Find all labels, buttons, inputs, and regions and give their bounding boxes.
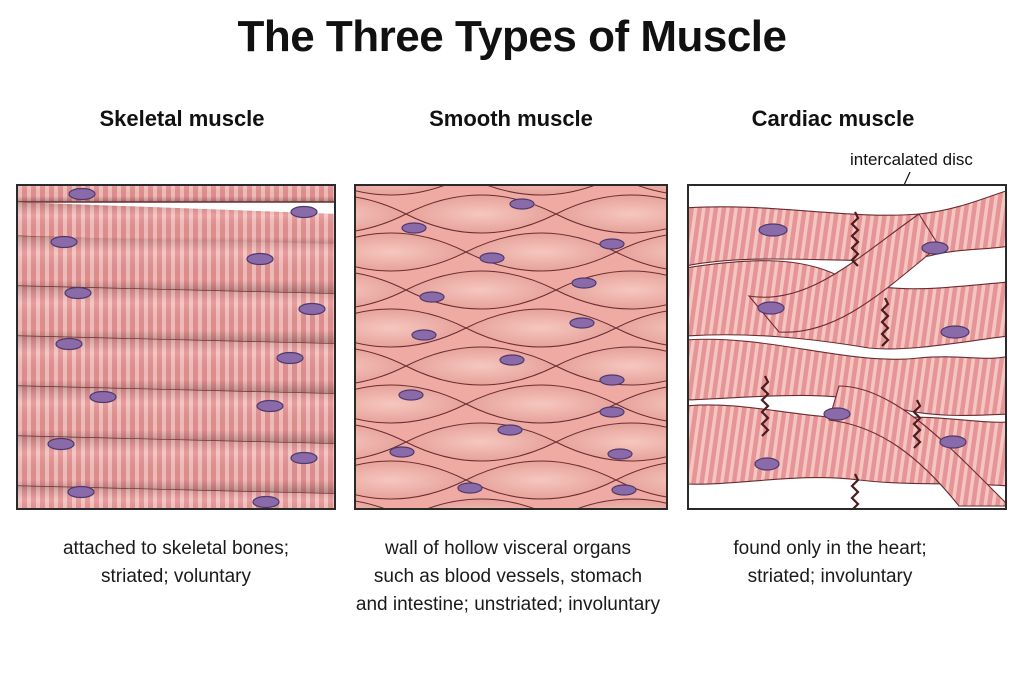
- intercalated-disc: [850, 211, 860, 267]
- nucleus-icon: [758, 223, 788, 237]
- skeletal-illustration: [18, 186, 334, 508]
- skeletal-muscle-panel: [16, 184, 336, 510]
- nucleus-icon: [389, 446, 415, 458]
- nucleus-icon: [479, 252, 505, 264]
- nucleus-icon: [50, 235, 78, 249]
- smooth-cell: [614, 234, 666, 270]
- nucleus-icon: [246, 252, 274, 266]
- nucleus-icon: [411, 329, 437, 341]
- nucleus-icon: [252, 495, 280, 508]
- cardiac-fiber: [689, 338, 1005, 417]
- nucleus-icon: [939, 435, 967, 449]
- nucleus-icon: [419, 291, 445, 303]
- heading-cardiac: Cardiac muscle: [751, 106, 915, 131]
- smooth-cell: [637, 186, 666, 194]
- nucleus-icon: [571, 277, 597, 289]
- smooth-illustration: [356, 186, 666, 508]
- nucleus-icon: [823, 407, 851, 421]
- smooth-cell: [356, 186, 445, 196]
- intercalated-disc: [912, 399, 922, 449]
- nucleus-icon: [55, 337, 83, 351]
- fiber-shading: [18, 202, 334, 248]
- nucleus-icon: [497, 424, 523, 436]
- nucleus-icon: [569, 317, 595, 329]
- nucleus-icon: [499, 354, 525, 366]
- nucleus-icon: [940, 325, 970, 339]
- smooth-muscle-panel: [354, 184, 668, 510]
- caption-cardiac: found only in the heart; striated; invol…: [660, 535, 1000, 591]
- nucleus-icon: [401, 222, 427, 234]
- smooth-cell: [356, 500, 385, 508]
- heading-smooth: Smooth muscle: [429, 106, 593, 131]
- nucleus-icon: [754, 457, 780, 471]
- fiber-shading: [18, 286, 334, 344]
- nucleus-icon: [921, 241, 949, 255]
- caption-smooth: wall of hollow visceral organs such as b…: [338, 535, 678, 619]
- nucleus-icon: [398, 389, 424, 401]
- fiber-shading: [18, 186, 334, 202]
- cardiac-muscle-panel: [687, 184, 1007, 510]
- nucleus-icon: [47, 437, 75, 451]
- intercalated-disc: [880, 297, 890, 347]
- fiber-shading: [18, 386, 334, 444]
- caption-line: striated; involuntary: [747, 566, 913, 587]
- nucleus-icon: [457, 482, 483, 494]
- nucleus-icon: [611, 484, 637, 496]
- nucleus-icon: [599, 374, 625, 386]
- caption-line: attached to skeletal bones;: [62, 538, 290, 559]
- smooth-cell: [554, 194, 666, 234]
- nucleus-icon: [298, 302, 326, 316]
- caption-line: striated; voluntary: [101, 566, 251, 587]
- nucleus-icon: [607, 448, 633, 460]
- intercalated-disc-label: intercalated disc: [850, 150, 973, 169]
- nucleus-icon: [89, 390, 117, 404]
- caption-line: found only in the heart;: [733, 538, 927, 559]
- caption-line: wall of hollow visceral organs: [384, 538, 632, 559]
- caption-line: such as blood vessels, stomach: [373, 566, 643, 587]
- nucleus-icon: [599, 406, 625, 418]
- nucleus-icon: [276, 351, 304, 365]
- nucleus-icon: [757, 301, 785, 315]
- fiber-shading: [18, 436, 334, 494]
- smooth-cell: [577, 498, 666, 508]
- smooth-cell: [614, 310, 666, 346]
- nucleus-icon: [68, 187, 96, 201]
- caption-skeletal: attached to skeletal bones; striated; vo…: [6, 535, 346, 591]
- smooth-cell: [614, 386, 666, 422]
- smooth-cell: [554, 422, 666, 462]
- nucleus-icon: [599, 238, 625, 250]
- page-title: The Three Types of Muscle: [237, 12, 787, 61]
- nucleus-icon: [64, 286, 92, 300]
- smooth-cell: [487, 186, 595, 196]
- smooth-cell: [427, 498, 535, 508]
- cardiac-illustration: [689, 186, 1005, 508]
- nucleus-icon: [67, 485, 95, 499]
- fiber-shading: [18, 336, 334, 394]
- intercalated-disc: [850, 473, 860, 508]
- nucleus-icon: [509, 198, 535, 210]
- nucleus-icon: [256, 399, 284, 413]
- fiber-shading: [18, 236, 334, 294]
- heading-skeletal: Skeletal muscle: [99, 106, 265, 131]
- caption-line: and intestine; unstriated; involuntary: [355, 594, 661, 615]
- nucleus-icon: [290, 451, 318, 465]
- cardiac-fiber: [747, 213, 940, 333]
- smooth-cell: [614, 462, 666, 498]
- intercalated-disc: [760, 375, 770, 437]
- nucleus-icon: [290, 205, 318, 219]
